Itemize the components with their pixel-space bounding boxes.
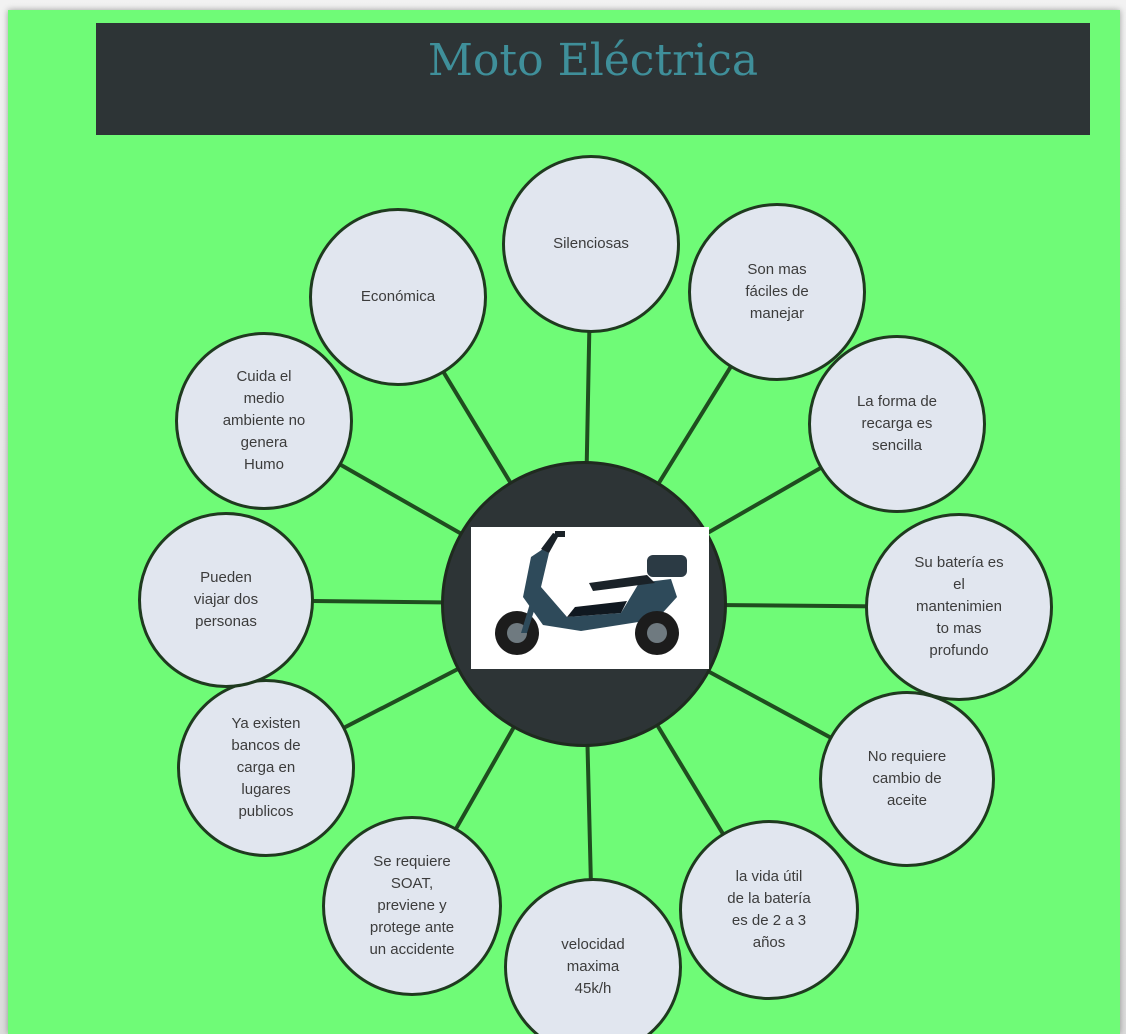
bubble-label: Cuida el medio ambiente no genera Humo <box>222 368 306 473</box>
scooter-image <box>471 527 709 669</box>
bubble-label: Económica <box>360 288 436 305</box>
bubble-bancos: Ya existen bancos de carga en lugares pu… <box>177 679 355 857</box>
bubble-aceite: No requiere cambio de aceite <box>819 691 995 867</box>
bubble-bateria-mant: Su batería es el mantenimien to mas prof… <box>865 513 1053 701</box>
bubble-label: Ya existen bancos de carga en lugares pu… <box>231 715 301 820</box>
bubble-ambiente: Cuida el medio ambiente no genera Humo <box>175 332 353 510</box>
bubble-soat: Se requiere SOAT, previene y protege ant… <box>322 816 502 996</box>
title-banner: Moto Eléctrica <box>96 23 1090 135</box>
bubble-label: La forma de recarga es sencilla <box>856 393 938 454</box>
bubble-label: la vida útil de la batería es de 2 a 3 a… <box>727 868 811 951</box>
bubble-economica: Económica <box>309 208 487 386</box>
bubble-label: Se requiere SOAT, previene y protege ant… <box>369 853 455 958</box>
bubble-vida-util: la vida útil de la batería es de 2 a 3 a… <box>679 820 859 1000</box>
page-title: Moto Eléctrica <box>427 35 759 86</box>
bubble-silenciosas: Silenciosas <box>502 155 680 333</box>
bubble-label: No requiere cambio de aceite <box>867 748 947 809</box>
bubble-label: Son mas fáciles de manejar <box>745 261 809 322</box>
bubble-faciles: Son mas fáciles de manejar <box>688 203 866 381</box>
bubble-label: velocidad maxima 45k/h <box>561 936 625 997</box>
bubble-recarga: La forma de recarga es sencilla <box>808 335 986 513</box>
bubble-velocidad: velocidad maxima 45k/h <box>504 878 682 1034</box>
bubble-label: Silenciosas <box>553 235 629 252</box>
bubble-label: Pueden viajar dos personas <box>193 569 259 630</box>
bubble-personas: Pueden viajar dos personas <box>138 512 314 688</box>
bubble-label: Su batería es el mantenimien to mas prof… <box>914 554 1004 659</box>
